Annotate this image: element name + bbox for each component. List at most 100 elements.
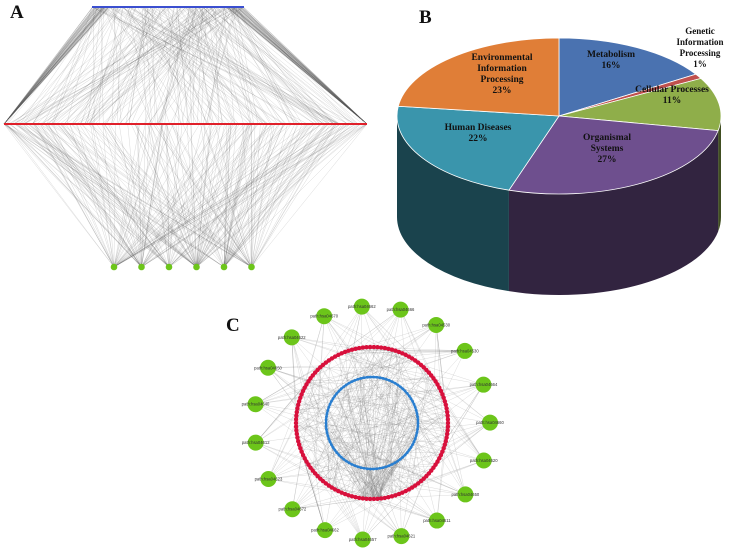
edge xyxy=(3,6,109,125)
edge xyxy=(238,6,368,125)
edge xyxy=(378,463,437,469)
pie-label-line: Information xyxy=(677,37,724,47)
edge xyxy=(57,123,170,268)
pie-slice xyxy=(558,77,722,132)
edge xyxy=(198,6,264,125)
red-node xyxy=(353,495,358,500)
edge xyxy=(359,385,399,499)
edge xyxy=(292,371,428,510)
edge xyxy=(446,384,484,440)
edge xyxy=(113,123,151,268)
edge xyxy=(202,123,252,268)
edge xyxy=(142,6,264,125)
edge xyxy=(113,123,236,268)
edge xyxy=(113,123,348,268)
edge xyxy=(113,123,252,268)
panel-c-pathway-node xyxy=(481,414,498,431)
red-node xyxy=(440,449,445,454)
edge xyxy=(23,6,230,125)
edge xyxy=(220,6,363,125)
edge xyxy=(232,6,368,125)
edge xyxy=(113,123,351,268)
red-node xyxy=(442,442,448,447)
edge xyxy=(196,123,284,268)
red-node xyxy=(357,495,362,501)
edge xyxy=(298,384,484,444)
edge xyxy=(223,123,312,268)
edge xyxy=(342,387,378,498)
edge xyxy=(363,347,403,458)
edge xyxy=(349,463,375,498)
edge xyxy=(196,123,314,268)
panel-c-pathway-node xyxy=(316,308,333,325)
edge xyxy=(360,467,376,498)
edge xyxy=(376,454,406,498)
edge xyxy=(412,430,418,488)
edge xyxy=(236,6,368,125)
edge xyxy=(371,376,378,498)
red-node xyxy=(435,382,440,387)
pie-label-line: 16% xyxy=(602,61,621,71)
edge xyxy=(223,123,368,268)
panel-c-pathway-label: path:hsa04622 xyxy=(278,335,306,340)
edge xyxy=(196,123,231,268)
edge xyxy=(297,406,363,540)
edge xyxy=(416,404,446,412)
red-node xyxy=(364,496,369,502)
edge xyxy=(359,352,400,379)
edge xyxy=(344,386,376,498)
edge xyxy=(80,6,137,125)
edge xyxy=(296,416,484,461)
edge xyxy=(391,464,397,495)
edge xyxy=(255,381,309,443)
edge xyxy=(329,404,447,440)
red-node xyxy=(441,395,446,400)
edge xyxy=(255,357,333,443)
edge xyxy=(3,123,197,268)
edge xyxy=(28,123,197,268)
edge xyxy=(228,6,303,125)
edge xyxy=(171,123,225,268)
edge xyxy=(92,6,308,125)
edge xyxy=(406,412,448,454)
edge xyxy=(16,123,170,268)
edge xyxy=(156,6,209,125)
edge xyxy=(433,422,491,468)
blue-node xyxy=(409,445,413,449)
edge xyxy=(32,6,119,125)
red-node xyxy=(332,487,338,492)
panel-c-pathway-node xyxy=(456,342,473,359)
edge xyxy=(91,6,217,125)
red-node xyxy=(444,406,449,411)
edge xyxy=(345,385,374,498)
edge xyxy=(20,6,225,125)
blue-node xyxy=(337,389,341,393)
blue-node xyxy=(335,451,339,454)
edge xyxy=(370,377,378,498)
edge xyxy=(185,6,232,125)
blue-node xyxy=(393,381,397,385)
edge xyxy=(141,123,281,268)
red-node xyxy=(445,420,451,426)
edge xyxy=(386,379,394,497)
blue-node xyxy=(327,437,331,441)
edge xyxy=(231,6,368,125)
edge xyxy=(131,6,182,125)
edge xyxy=(149,123,225,268)
blue-node xyxy=(375,467,379,471)
blue-node xyxy=(375,375,379,379)
edge xyxy=(232,6,368,125)
edge xyxy=(377,377,448,431)
edge xyxy=(291,337,437,383)
edge xyxy=(336,309,401,356)
edge xyxy=(302,453,326,531)
edge xyxy=(164,6,174,125)
edge xyxy=(106,6,233,125)
blue-node xyxy=(331,397,335,401)
edge xyxy=(334,396,447,438)
edge xyxy=(141,123,259,268)
blue-node xyxy=(326,434,330,438)
panel-b-letter: B xyxy=(419,7,432,28)
edge xyxy=(296,424,416,440)
edge xyxy=(364,377,433,469)
